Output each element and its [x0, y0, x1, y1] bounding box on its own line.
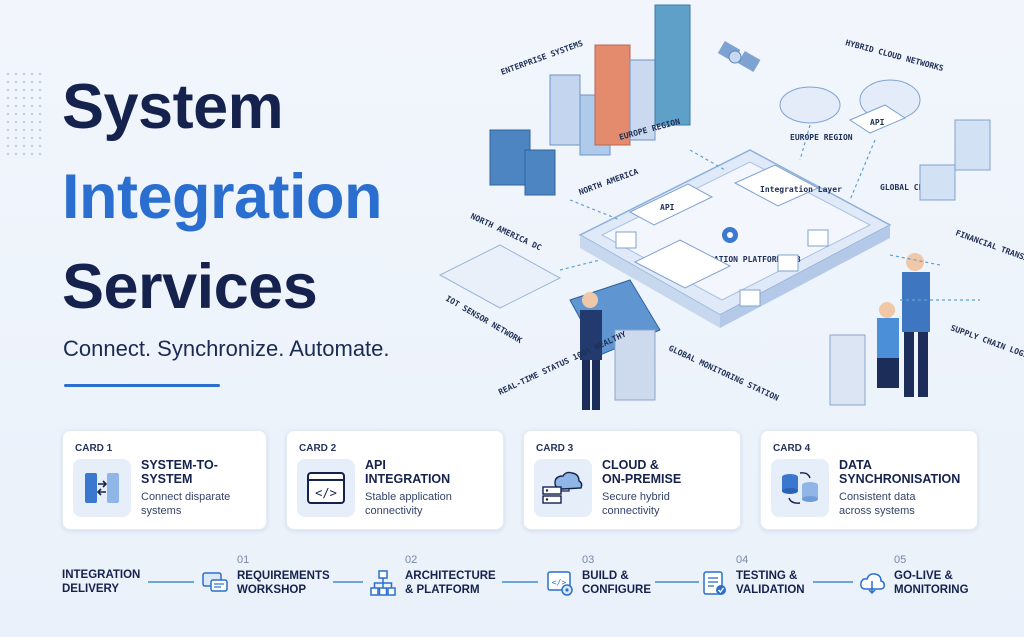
- card-title: SYSTEM-TO- SYSTEM: [141, 458, 218, 486]
- integration-illustration: API Integration Layer INTEGRATION PLATFO…: [430, 0, 1024, 425]
- step-number: 01: [237, 554, 250, 566]
- financial-label: FINANCIAL TRANSACTION LEDGER: [954, 228, 1024, 283]
- europe2-label: EUROPE REGION: [790, 133, 853, 142]
- card-description: Connect disparate systems: [141, 491, 231, 517]
- iot-sensor-grid: IOT SENSOR NETWORK: [438, 244, 562, 345]
- card-description: Stable application connectivity: [365, 491, 452, 517]
- north-america-dc-label: NORTH AMERICA DC: [469, 212, 543, 253]
- code-window-icon: </>: [297, 459, 355, 517]
- api-label: API: [660, 203, 675, 212]
- svg-text:</>: </>: [552, 578, 567, 587]
- step-label: BUILD & CONFIGURE: [582, 570, 651, 596]
- engineers: [829, 253, 930, 406]
- hero-tagline: Connect. Synchronize. Automate.: [63, 336, 390, 361]
- process-connector: [502, 581, 538, 583]
- process-heading: INTEGRATION DELIVERY: [62, 569, 141, 595]
- hero-title-line2: Integration: [62, 162, 383, 232]
- process-connector: [813, 581, 853, 583]
- network-connectors: [559, 124, 980, 301]
- global-chain-label: GLOBAL CHAIN: [880, 183, 938, 192]
- chat-icon: [202, 572, 228, 592]
- hero-title-line1: System: [62, 72, 284, 142]
- step-label: ARCHITECTURE & PLATFORM: [405, 570, 496, 596]
- card-tag: CARD 2: [299, 443, 337, 454]
- step-label: TESTING & VALIDATION: [736, 570, 805, 596]
- card-tag: CARD 4: [773, 443, 811, 454]
- card-data-synchronisation[interactable]: CARD 4 DATA SYNCHRONISATION Consistent d…: [760, 430, 978, 530]
- card-tag: CARD 1: [75, 443, 113, 454]
- database-sync-icon: [771, 459, 829, 517]
- integration-layer-label: Integration Layer: [760, 184, 842, 194]
- hybrid-cloud-network: API HYBRID CLOUD NETWORKS EUROPE REGION …: [779, 38, 991, 201]
- process-connector: [148, 581, 194, 583]
- accent-rule: [64, 384, 220, 387]
- code-gear-icon: </>: [547, 571, 573, 596]
- card-api-integration[interactable]: CARD 2 </> API INTEGRATION Stable applic…: [286, 430, 504, 530]
- platform-hub: API Integration Layer INTEGRATION PLATFO…: [578, 149, 892, 328]
- hierarchy-icon: [370, 570, 396, 596]
- supply-label: SUPPLY CHAIN LOGISTICS TRACKER: [949, 323, 1024, 381]
- cloud-monitor-icon: [860, 573, 885, 595]
- card-title: CLOUD & ON-PREMISE: [602, 458, 682, 486]
- card-description: Secure hybrid connectivity: [602, 491, 670, 517]
- card-system-to-system[interactable]: CARD 1 SYSTEM-TO- SYSTEM Connect dispara…: [62, 430, 267, 530]
- hero-title-line3: Services: [62, 252, 318, 322]
- north-america-label: NORTH AMERICA: [578, 167, 640, 197]
- svg-text:</>: </>: [315, 486, 337, 500]
- hero-title: System Integration Services: [62, 62, 383, 332]
- step-number: 04: [736, 554, 749, 566]
- card-cloud-on-premise[interactable]: CARD 3 CLOUD & ON-PREMISE Secure hybrid …: [523, 430, 741, 530]
- system-link-icon: [73, 459, 131, 517]
- service-cards: CARD 1 SYSTEM-TO- SYSTEM Connect dispara…: [62, 430, 1007, 530]
- hub-label: INTEGRATION PLATFORM HUB: [685, 255, 801, 264]
- enterprise-label: ENTERPRISE SYSTEMS: [500, 39, 585, 77]
- card-tag: CARD 3: [536, 443, 574, 454]
- process-connector: [655, 581, 699, 583]
- card-title: API INTEGRATION: [365, 458, 451, 486]
- step-label: REQUIREMENTS WORKSHOP: [237, 570, 330, 596]
- card-description: Consistent data across systems: [839, 491, 916, 517]
- card-title: DATA SYNCHRONISATION: [839, 458, 961, 486]
- process-connector: [333, 581, 363, 583]
- step-label: GO-LIVE & MONITORING: [894, 570, 969, 596]
- step-number: 03: [582, 554, 595, 566]
- step-number: 05: [894, 554, 907, 566]
- satellite-icon: [717, 40, 761, 73]
- cloud-server-icon: [534, 459, 592, 517]
- hybrid-label: HYBRID CLOUD NETWORKS: [844, 38, 944, 73]
- monitoring-label: GLOBAL MONITORING STATION: [667, 344, 780, 403]
- checklist-icon: [703, 571, 726, 595]
- delivery-process: INTEGRATION DELIVERY 01 REQUIREMENTS WOR…: [0, 552, 1024, 612]
- decorative-dots: [4, 70, 44, 160]
- illustration-svg: API Integration Layer INTEGRATION PLATFO…: [438, 4, 1024, 410]
- step-number: 02: [405, 554, 418, 566]
- api2-label: API: [870, 118, 885, 127]
